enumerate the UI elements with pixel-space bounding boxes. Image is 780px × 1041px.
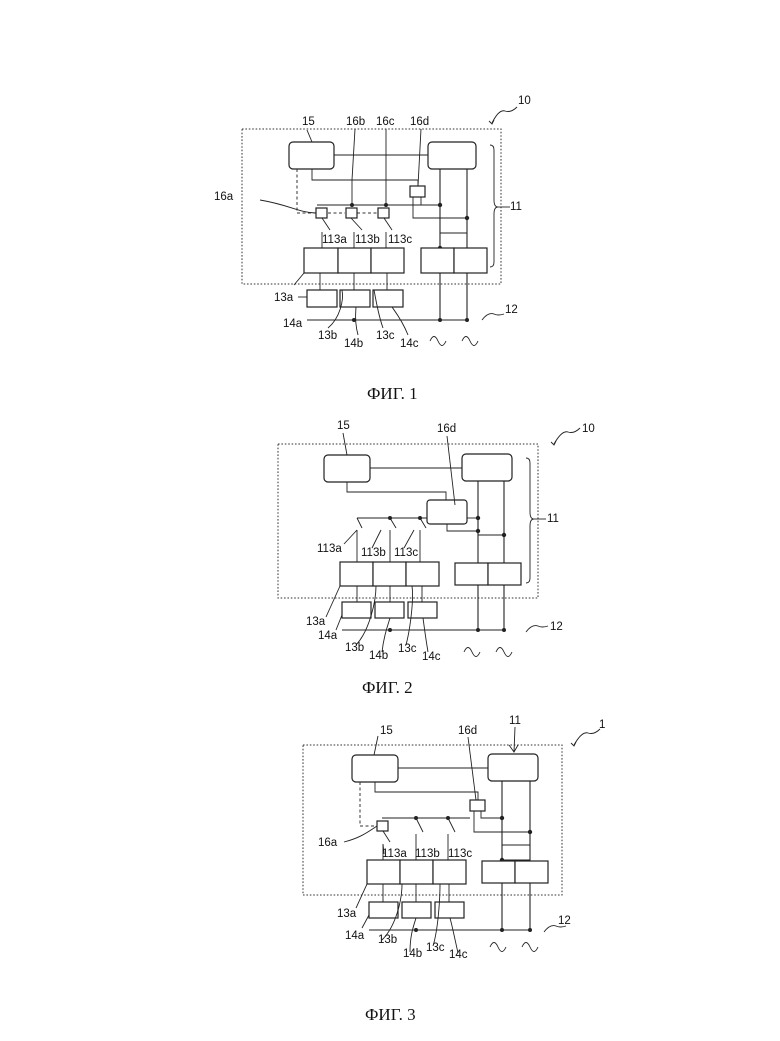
fig3-label-11: 11 (509, 715, 521, 727)
fig2-label-113a: 113a (317, 543, 342, 555)
fig3-label-14b: 14b (403, 948, 422, 960)
fig2-sensor-16d (427, 500, 467, 524)
fig2-label-16d: 16d (437, 423, 456, 435)
fig2-module-left (455, 563, 488, 585)
fig3-control-unit-15 (352, 755, 398, 782)
fig1-caption: ФИГ. 1 (367, 384, 418, 403)
fig1-label-11: 11 (510, 201, 522, 213)
fig3-module-right (515, 861, 548, 883)
fig2-label-13b: 13b (345, 642, 364, 654)
fig2-label-12: 12 (550, 621, 563, 633)
fig1-label-13a: 13a (274, 292, 294, 304)
fig1-label-113c: 113c (388, 234, 412, 246)
fig1-label-16c: 16c (376, 116, 395, 128)
fig1-label-10: 10 (518, 95, 531, 107)
fig1-module-13b (338, 248, 371, 273)
fig2-label-14b: 14b (369, 650, 388, 662)
fig2-control-unit-15 (324, 455, 370, 482)
fig1-sensor-16d (410, 186, 425, 197)
fig1-label-14c: 14c (400, 338, 419, 350)
fig3-label-15: 15 (380, 725, 393, 737)
fig2-label-14a: 14a (318, 630, 338, 642)
fig1-label-16b: 16b (346, 116, 365, 128)
fig1-label-16a: 16a (214, 191, 234, 203)
fig3-module-left (482, 861, 515, 883)
fig1-label-15: 15 (302, 116, 315, 128)
fig2-label-113b: 113b (361, 547, 386, 559)
fig3-label-16a: 16a (318, 837, 338, 849)
fig1-module-left (421, 248, 454, 273)
fig2-module-13a (340, 562, 373, 586)
fig2-label-113c: 113c (394, 547, 418, 559)
fig1-label-12: 12 (505, 304, 518, 316)
fig2-module-right (488, 563, 521, 585)
fig3-sensor-16a (377, 821, 388, 831)
fig2-caption: ФИГ. 2 (362, 678, 413, 697)
fig2-label-15: 15 (337, 420, 350, 432)
fig3-label-113b: 113b (415, 848, 440, 860)
fig3-label-13c: 13c (426, 942, 445, 954)
fig3-label-13a: 13a (337, 908, 357, 920)
fig1-sensor-16c (378, 208, 389, 218)
fig1-module-right (454, 248, 487, 273)
fig2-label-10: 10 (582, 423, 595, 435)
fig2-label-11: 11 (547, 513, 559, 525)
fig2-module-13c (406, 562, 439, 586)
fig3-module-13c (433, 860, 466, 884)
fig1-label-13b: 13b (318, 330, 337, 342)
fig1-module-13c (371, 248, 404, 273)
fig3-label-16d: 16d (458, 725, 477, 737)
fig3-label-13b: 13b (378, 934, 397, 946)
fig3-sensor-16d (470, 800, 485, 811)
fig3-label-113a: 113a (382, 848, 407, 860)
fig1-label-14b: 14b (344, 338, 363, 350)
figure-1: 10 15 16b 16c 16d 16a 11 113a 113b 113c … (214, 95, 531, 403)
fig3-label-14a: 14a (345, 930, 365, 942)
fig3-block-14a (369, 902, 398, 918)
fig1-block-14c (373, 290, 403, 307)
fig1-label-113a: 113a (322, 234, 347, 246)
fig1-label-16d: 16d (410, 116, 429, 128)
fig1-label-13c: 13c (376, 330, 395, 342)
fig1-sensor-16a (316, 208, 327, 218)
fig3-label-113c: 113c (448, 848, 472, 860)
fig3-label-14c: 14c (449, 949, 468, 961)
fig3-module-13b (400, 860, 433, 884)
fig2-label-13a: 13a (306, 616, 326, 628)
fig2-module-13b (373, 562, 406, 586)
fig3-block-14b (402, 902, 431, 918)
figure-2: 15 16d 10 11 113a 113b 113c 13a 14a 13b … (278, 420, 595, 697)
fig2-block-14b (375, 602, 404, 618)
fig3-power-unit (488, 754, 538, 781)
fig1-label-14a: 14a (283, 318, 303, 330)
fig3-module-13a (367, 860, 400, 884)
fig2-power-unit (462, 454, 512, 481)
fig1-block-14b (340, 290, 370, 307)
fig3-label-12: 12 (558, 915, 571, 927)
fig1-module-13a (304, 248, 338, 273)
fig3-caption: ФИГ. 3 (365, 1005, 416, 1024)
fig1-label-113b: 113b (355, 234, 380, 246)
fig2-block-14a (342, 602, 371, 618)
fig1-control-unit-15 (289, 142, 334, 169)
fig2-label-14c: 14c (422, 651, 441, 663)
figure-3: 15 16d 11 1 16a 113a 113b 113c 13a 14a 1… (303, 715, 605, 1024)
fig1-power-unit (428, 142, 476, 169)
fig1-block-14a (307, 290, 337, 307)
fig1-sensor-16b (346, 208, 357, 218)
fig3-label-1: 1 (599, 719, 605, 731)
fig2-label-13c: 13c (398, 643, 417, 655)
